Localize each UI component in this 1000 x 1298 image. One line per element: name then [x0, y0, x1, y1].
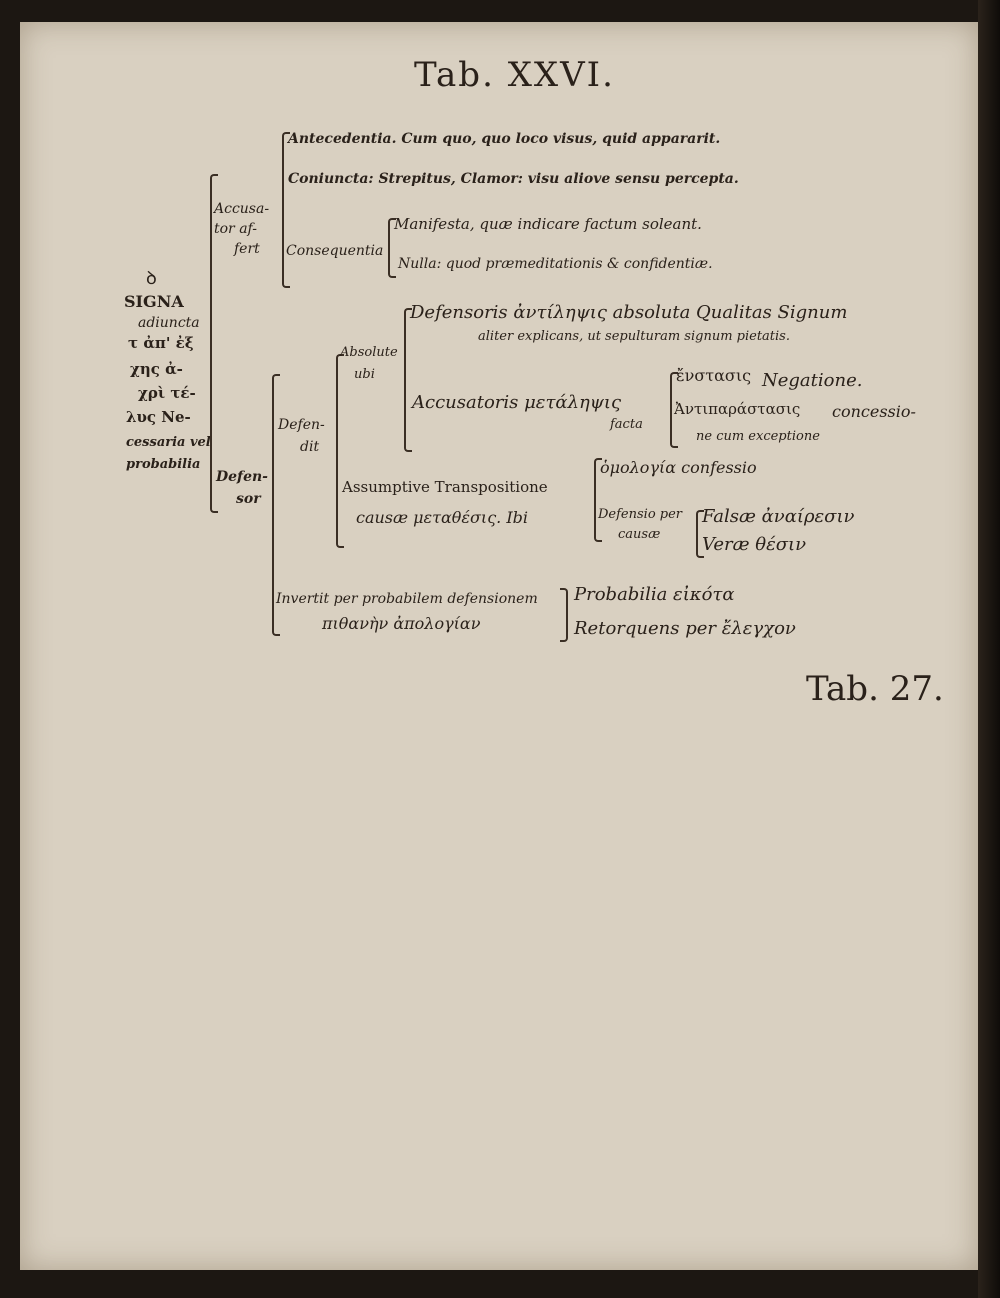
defensio-line-1: Defensio per	[598, 507, 683, 522]
absolute-label-0: Absolute	[340, 345, 398, 360]
absolute-brace	[404, 308, 412, 452]
book-edge	[978, 0, 1000, 1298]
antecedentia-text: Antecedentia. Cum quo, quo loco visus, q…	[288, 131, 721, 147]
root-line-5: λυς Νe-	[126, 408, 191, 426]
accusator-brace	[282, 132, 290, 288]
root-line-7: probabilia	[126, 457, 201, 472]
root-line-0: SIGNA	[124, 292, 184, 311]
defendit-brace	[336, 354, 344, 548]
falsae-brace	[696, 510, 704, 558]
invertit-line-2: πιθανὴν ἀπολογίαν	[322, 614, 481, 633]
catchword: Tab. 27.	[806, 669, 944, 709]
facta-text: facta	[610, 417, 643, 432]
retorquens-text: Retorquens per ἔλεγχον	[574, 618, 796, 639]
root-line-3: χης ἀ-	[130, 360, 183, 378]
falsae-text: Falsæ ἀναίρεσιν	[702, 506, 855, 527]
accusator-label-1: tor af-	[214, 221, 257, 237]
assumptive-line-1: Assumptive Transpositione	[342, 478, 548, 496]
nulla-text: Nulla: quod præmeditationis & confidenti…	[398, 256, 713, 272]
absolute-label-1: ubi	[354, 367, 375, 382]
defensio-line-2: causæ	[618, 527, 661, 542]
defensor-label-1: sor	[236, 491, 261, 507]
consequentia-label: Consequentia	[286, 243, 384, 259]
root-line-4: χρὶ τέ-	[138, 384, 196, 402]
enstasis-brace	[670, 372, 678, 448]
verae-text: Veræ θέσιν	[702, 534, 807, 555]
consequentia-brace	[388, 218, 396, 278]
root-symbol: ꝺ	[146, 268, 157, 289]
enstasis-text: ἔνστασις	[676, 366, 752, 385]
assumptive-line-2: causæ μεταθέσις. Ibi	[356, 508, 529, 527]
root-line-6: cessaria vel	[126, 435, 211, 450]
defensor-label-0: Defen-	[216, 469, 268, 485]
root-line-2: τ ἀπ' ἐξ	[128, 334, 194, 352]
page-title: Tab. XXVI.	[414, 55, 615, 95]
invertit-brace	[560, 588, 568, 642]
accusator-label-2: fert	[234, 241, 260, 257]
invertit-line-1: Invertit per probabilem defensionem	[276, 591, 538, 607]
defendit-label-1: dit	[300, 439, 320, 455]
defensoris-line-1: Defensoris ἀντίληψις absoluta Qualitas S…	[410, 302, 848, 323]
defendit-label-0: Defen-	[278, 417, 325, 433]
root-line-1: adiuncta	[138, 315, 200, 331]
antiparastasis-text: Ἀντιπαράστασις	[674, 400, 801, 418]
homologia-brace	[594, 458, 602, 542]
concessio-line-2: ne cum exceptione	[696, 429, 820, 444]
accusatoris-text: Accusatoris μετάληψις	[412, 392, 622, 413]
defensoris-line-2: aliter explicans, ut sepulturam signum p…	[478, 329, 790, 344]
main-brace	[210, 174, 218, 513]
homologia-text: ὁμολογία confessio	[600, 458, 757, 477]
accusator-label-0: Accusa-	[214, 201, 270, 217]
probabilia-text: Probabilia εἰκότα	[574, 584, 735, 605]
defensor-brace	[272, 374, 280, 636]
coniuncta-text: Coniuncta: Strepitus, Clamor: visu aliov…	[288, 171, 739, 187]
concessio-line-1: concessio-	[832, 402, 916, 421]
manifesta-text: Manifesta, quæ indicare factum soleant.	[394, 215, 702, 233]
book-page: Tab. XXVI. ꝺ SIGNA adiuncta τ ἀπ' ἐξ χης…	[20, 22, 978, 1270]
negatione-text: Negatione.	[762, 370, 863, 391]
